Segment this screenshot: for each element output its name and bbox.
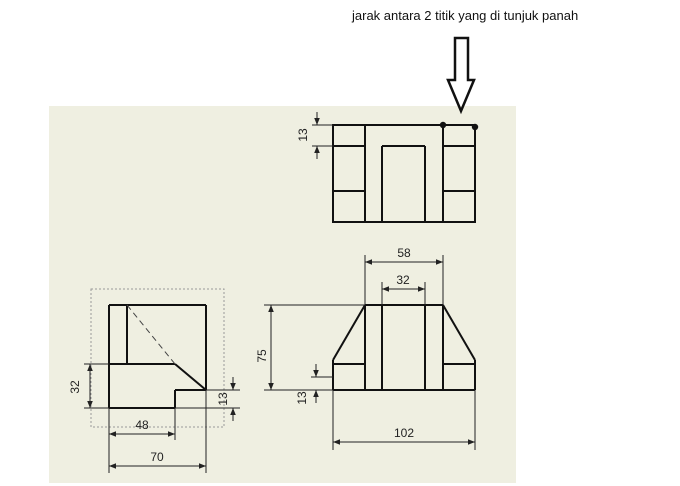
top-view — [332, 124, 476, 223]
question-text: jarak antara 2 titik yang di tunjuk pana… — [352, 8, 579, 23]
dim-label: 70 — [150, 450, 164, 464]
dim-front-58: 58 — [364, 246, 444, 305]
dim-top-13: 13 — [296, 112, 333, 159]
pointer-arrow — [446, 36, 476, 115]
side-view — [90, 288, 225, 428]
dim-side-48: 48 — [108, 408, 176, 440]
dim-label: 32 — [68, 380, 82, 394]
dim-side-32: 32 — [68, 363, 109, 409]
dim-front-75: 75 — [255, 304, 365, 391]
dim-label: 13 — [216, 392, 230, 406]
dim-label: 32 — [396, 273, 410, 287]
drawing-sheet — [49, 106, 516, 483]
front-view — [332, 304, 476, 391]
dim-side-13: 13 — [175, 377, 240, 421]
dim-label: 13 — [296, 128, 310, 142]
dim-front-102: 102 — [332, 390, 476, 450]
dim-front-13: 13 — [295, 364, 333, 405]
dim-label: 13 — [295, 391, 309, 405]
dim-label: 75 — [255, 349, 269, 363]
dim-front-32: 32 — [381, 273, 426, 305]
pointed-dot-left — [439, 121, 447, 129]
pointed-dot-right — [471, 123, 479, 131]
dim-label: 48 — [135, 418, 149, 432]
dim-label: 102 — [394, 426, 414, 440]
dim-label: 58 — [397, 246, 411, 260]
dim-side-70: 70 — [108, 390, 207, 473]
